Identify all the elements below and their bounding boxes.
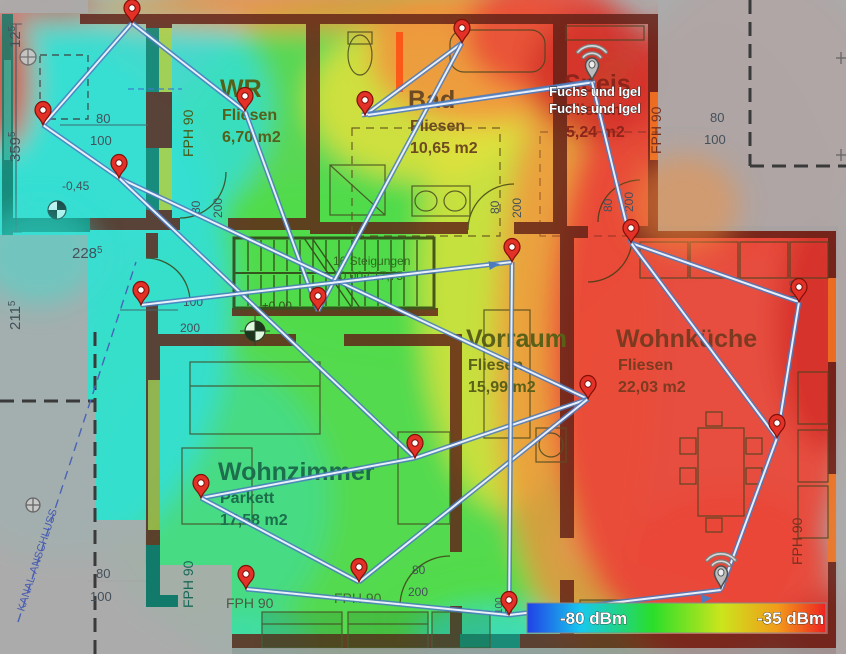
room-area: 10,65 m2: [410, 140, 478, 157]
dimension-text: 80: [96, 566, 110, 581]
dimension-text: 100: [494, 597, 505, 614]
heat-blob: [629, 155, 739, 255]
dimension-text: -0,45: [62, 179, 90, 193]
dimension-text: 200: [211, 198, 225, 218]
ssid-label: Fuchs und Igel: [549, 101, 641, 116]
survey-arrows: [488, 261, 712, 604]
survey-link-core: [414, 398, 589, 459]
dimension-text: ±0,00: [262, 299, 292, 313]
room-floor-type: Fliesen: [222, 107, 277, 124]
legend-gradient-bar: [526, 602, 827, 634]
benchmark-symbol: [240, 316, 270, 346]
dimension-text: 80: [601, 198, 615, 212]
dimension-text: 200: [510, 198, 524, 218]
survey-link-core: [200, 497, 360, 583]
dimension-text: 2285: [72, 245, 103, 262]
sofa: [189, 361, 321, 435]
ssid-label: Fuchs und Igel: [549, 84, 641, 99]
survey-link-core: [42, 124, 120, 179]
dimension-text: 2115: [7, 300, 24, 330]
heat-blob: [0, 0, 270, 240]
plan-dashes: [39, 54, 681, 237]
survey-link-core: [200, 457, 416, 499]
room-name: Wohnküche: [616, 325, 757, 353]
toilet: [347, 34, 373, 76]
room-area: 22,03 m2: [618, 379, 686, 396]
radiator: [396, 32, 403, 92]
survey-link-core: [358, 398, 589, 583]
room-label: BadFliesen10,65 m2: [408, 86, 478, 157]
legend-min-label: -80 dBm: [560, 609, 627, 628]
survey-link-core: [630, 242, 778, 439]
dimension-text: 80: [96, 111, 110, 126]
room-floor-type: Fliesen: [410, 118, 465, 135]
legend-max-label: -35 dBm: [757, 609, 824, 628]
survey-link-core: [630, 242, 800, 303]
dimension-text: 200: [408, 585, 428, 599]
heat-bleed: [0, 155, 739, 305]
survey-link-core: [591, 81, 632, 244]
survey-crosses: [25, 52, 846, 513]
dimension-text: FPH 90: [789, 517, 805, 565]
room-floor-type: Fliesen: [566, 102, 621, 119]
dimension-text: FPH 90: [180, 560, 196, 608]
direction-arrow-icon: [488, 261, 500, 270]
direction-arrow-icon: [700, 594, 712, 604]
stair-note: 16 Steigungen: [333, 254, 410, 268]
survey-path-lines: [41, 21, 802, 618]
dimension-text: 80: [488, 200, 502, 214]
dining-table: [697, 427, 745, 517]
dimension-text: FPH 90: [648, 106, 664, 154]
room-area: 15,99 m2: [468, 379, 536, 396]
survey-link-core: [245, 588, 510, 616]
dimension-text: 80: [412, 563, 426, 577]
survey-link-core: [367, 81, 596, 116]
survey-link-core: [118, 177, 416, 459]
dimension-text: 3595: [7, 131, 24, 162]
dimension-text: 200: [180, 321, 200, 335]
survey-link-core: [317, 42, 463, 312]
survey-link-core: [42, 22, 133, 126]
survey-link-core: [364, 42, 463, 116]
dimension-text: 80: [710, 110, 724, 125]
dimension-text: 100: [90, 133, 112, 148]
signal-legend: -80 dBm -35 dBm: [526, 602, 827, 634]
dimension-text: FPH 90: [180, 109, 196, 157]
dimension-text: FPH 90: [226, 595, 274, 611]
kanal-line: [17, 261, 137, 623]
room-floor-type: Fliesen: [618, 357, 673, 374]
room-area: 5,24 m2: [566, 124, 625, 141]
room-area: 6,70 m2: [222, 129, 281, 146]
survey-link-core: [508, 261, 513, 616]
survey-link-core: [131, 22, 246, 112]
dimension-text: 100: [704, 132, 726, 147]
survey-link-core: [140, 261, 513, 306]
heat-blob: [0, 205, 100, 305]
survey-link-core: [244, 110, 319, 312]
dimension-text: 100: [90, 589, 112, 604]
dimension-text: 200: [622, 192, 636, 212]
